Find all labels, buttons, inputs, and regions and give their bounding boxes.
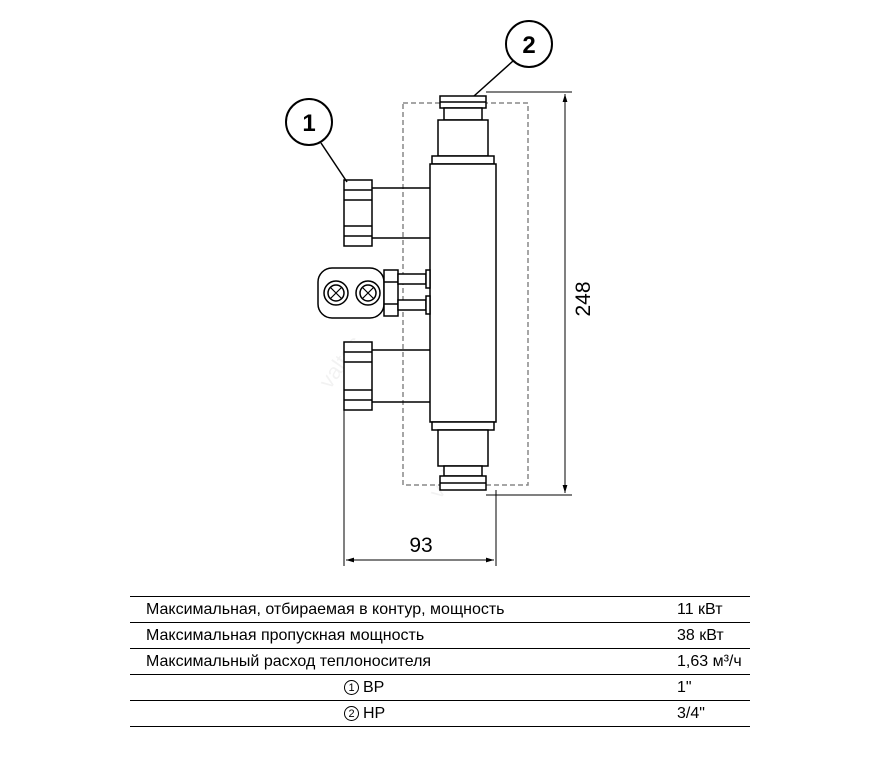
row-value: 3/4"	[677, 705, 705, 722]
row-label: 1 ВР	[344, 675, 384, 700]
spec-table: Максимальная, отбираемая в контур, мощно…	[130, 596, 750, 727]
row-value: 1,63 м³/ч	[677, 653, 742, 670]
lower-branch	[343, 341, 430, 411]
row-label: Максимальный расход теплоносителя	[146, 653, 432, 670]
table-row: Максимальный расход теплоносителя 1,63 м…	[130, 649, 750, 675]
connection-type: ВР	[363, 679, 385, 696]
svg-text:2: 2	[522, 32, 535, 59]
row-label: Максимальная, отбираемая в контур, мощно…	[146, 601, 505, 618]
row-label: 2 НР	[344, 701, 385, 726]
table-row: 2 НР 3/4"	[130, 701, 750, 727]
table-row: Максимальная, отбираемая в контур, мощно…	[130, 597, 750, 623]
svg-text:93: 93	[409, 534, 432, 557]
callout-marker: 2	[344, 706, 359, 721]
manifold-drawing: valtec valtec.ru	[285, 20, 595, 566]
callout-marker: 1	[344, 680, 359, 695]
row-value: 1"	[677, 679, 692, 696]
table-row: Максимальная пропускная мощность 38 кВт	[130, 623, 750, 649]
connection-type: НР	[363, 705, 386, 722]
table-row: 1 ВР 1"	[130, 675, 750, 701]
upper-branch	[343, 179, 430, 247]
height-dimension: 248	[486, 91, 595, 496]
callout-2: 2	[473, 20, 553, 97]
width-dimension: 93	[343, 410, 497, 566]
svg-text:248: 248	[572, 281, 595, 316]
valve-block	[317, 267, 431, 319]
manifold-body	[429, 95, 497, 491]
row-value: 38 кВт	[677, 627, 724, 644]
svg-text:1: 1	[302, 110, 315, 137]
row-label: Максимальная пропускная мощность	[146, 627, 425, 644]
row-value: 11 кВт	[677, 601, 723, 618]
callout-1: 1	[285, 98, 348, 183]
